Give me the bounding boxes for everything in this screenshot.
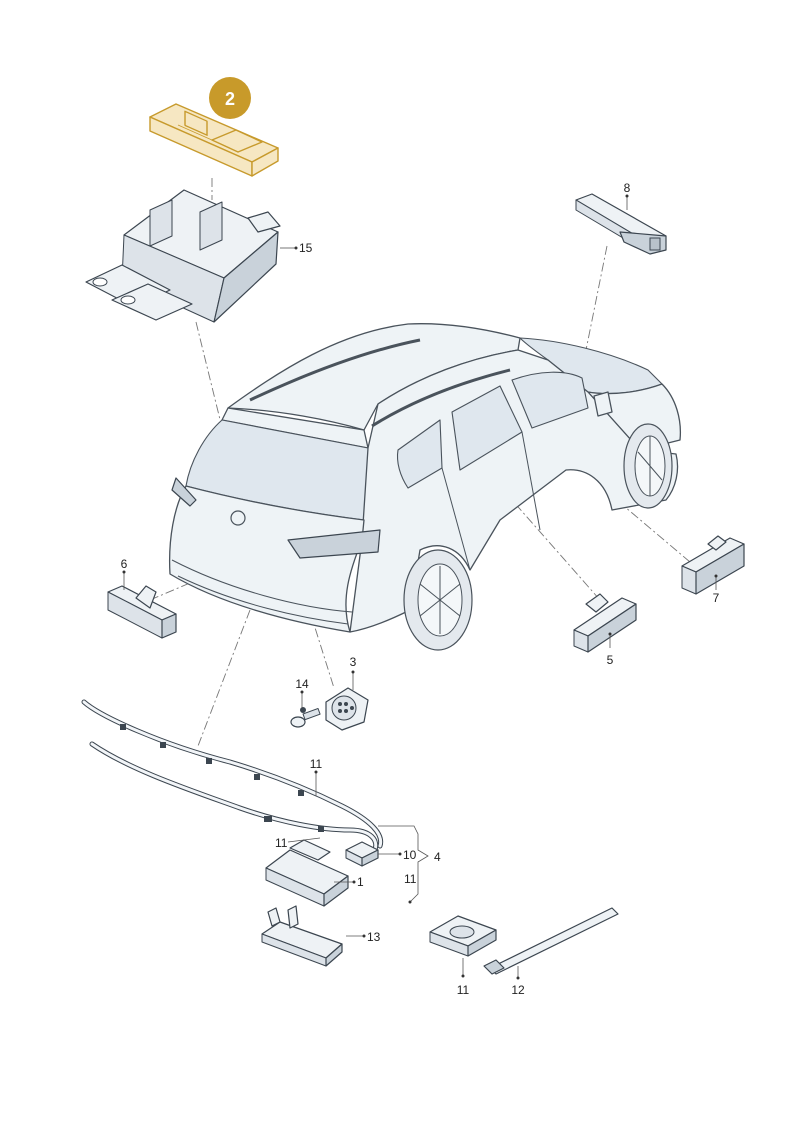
part-10-plug[interactable] xyxy=(345,841,379,867)
label-6: 6 xyxy=(121,557,128,571)
part-1-module[interactable] xyxy=(265,839,349,907)
part-15-bracket[interactable] xyxy=(85,189,281,323)
part-6-antenna[interactable] xyxy=(107,585,177,639)
part-11-holder[interactable] xyxy=(429,915,497,957)
part-13-cover[interactable] xyxy=(261,905,343,967)
label-12: 12 xyxy=(511,983,525,997)
label-8: 8 xyxy=(624,181,631,195)
label-11-upper: 11 xyxy=(310,757,323,771)
label-3: 3 xyxy=(350,655,357,669)
front-wheel xyxy=(623,423,673,509)
part-5-antenna[interactable] xyxy=(573,593,637,653)
label-13: 13 xyxy=(367,930,381,944)
label-14: 14 xyxy=(295,677,309,691)
cable-lower xyxy=(89,741,379,855)
part-3-connector[interactable] xyxy=(325,687,369,731)
vehicle xyxy=(168,323,682,651)
part-12-cable-tie[interactable] xyxy=(483,907,619,975)
badge-number: 2 xyxy=(225,89,235,109)
label-11-holder: 11 xyxy=(457,983,470,997)
callout-leaders xyxy=(122,194,718,980)
part-8-sensor[interactable] xyxy=(575,193,667,255)
part-2-control-module[interactable] xyxy=(149,103,279,177)
part-14-screw[interactable] xyxy=(290,707,321,728)
part-labels: 15 8 6 7 5 3 14 11 11 10 4 1 11 13 11 12 xyxy=(121,181,720,997)
label-5: 5 xyxy=(607,653,614,667)
label-1: 1 xyxy=(357,875,364,889)
cable-upper xyxy=(81,699,384,849)
label-7: 7 xyxy=(713,591,720,605)
label-11-group: 11 xyxy=(404,872,417,886)
label-4: 4 xyxy=(434,850,441,864)
label-15: 15 xyxy=(299,241,313,255)
label-10: 10 xyxy=(403,848,417,862)
rear-wheel xyxy=(403,549,473,651)
part-7-antenna[interactable] xyxy=(681,535,745,595)
label-11-lower: 11 xyxy=(275,836,288,850)
part-2-badge: 2 xyxy=(209,77,251,119)
